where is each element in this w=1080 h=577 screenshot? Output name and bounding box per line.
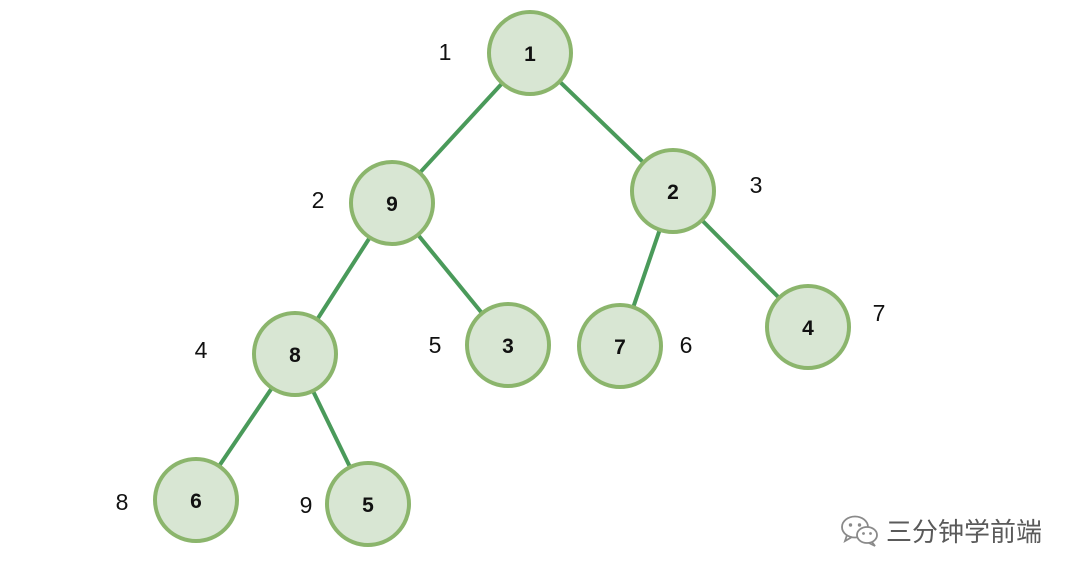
node-value: 4: [802, 317, 814, 340]
tree-node: 2: [630, 148, 716, 234]
node-index-label: 4: [195, 337, 208, 363]
tree-edges: [217, 80, 781, 469]
node-index-label: 8: [116, 489, 129, 515]
node-circle: [252, 311, 338, 397]
tree-nodes: 1 9 2 8 3 7 4 6 5: [153, 10, 851, 547]
tree-node: 1: [487, 10, 573, 96]
tree-edge: [418, 81, 504, 175]
tree-edge: [631, 229, 662, 308]
node-value: 6: [190, 490, 202, 513]
node-circle: [630, 148, 716, 234]
node-circle: [487, 10, 573, 96]
tree-node: 9: [349, 160, 435, 246]
node-circle: [325, 461, 411, 547]
node-index-label: 1: [439, 39, 452, 65]
node-value: 8: [289, 344, 301, 367]
node-index-label: 2: [312, 187, 325, 213]
node-value: 7: [614, 336, 626, 359]
node-index-label: 7: [873, 300, 886, 326]
tree-node: 4: [765, 284, 851, 370]
tree-node: 8: [252, 311, 338, 397]
wechat-icon: [840, 514, 880, 548]
tree-edge: [700, 218, 781, 300]
node-index-label: 6: [680, 332, 693, 358]
node-index-label: 9: [300, 492, 313, 518]
node-circle: [577, 303, 663, 389]
node-index-label: 5: [429, 332, 442, 358]
node-value: 1: [524, 43, 536, 66]
tree-edge: [311, 389, 352, 469]
tree-edge: [558, 80, 645, 164]
node-value: 2: [667, 181, 679, 204]
node-value: 3: [502, 335, 514, 358]
index-labels: 1 2 3 4 5 6 7 8 9: [116, 39, 886, 518]
tree-edge: [217, 386, 274, 468]
watermark: 三分钟学前端: [840, 512, 1042, 549]
tree-node: 5: [325, 461, 411, 547]
node-circle: [765, 284, 851, 370]
node-value: 9: [386, 193, 398, 216]
tree-edge: [315, 236, 372, 321]
tree-node: 3: [465, 302, 551, 388]
tree-node: 7: [577, 303, 663, 389]
watermark-text: 三分钟学前端: [886, 518, 1043, 548]
node-circle: [349, 160, 435, 246]
node-circle: [153, 457, 239, 543]
node-value: 5: [362, 494, 374, 517]
tree-node: 6: [153, 457, 239, 543]
node-index-label: 3: [750, 172, 763, 198]
node-circle: [465, 302, 551, 388]
tree-edge: [416, 233, 484, 315]
